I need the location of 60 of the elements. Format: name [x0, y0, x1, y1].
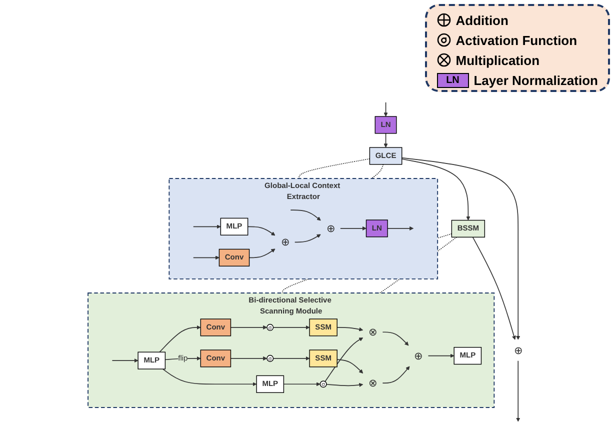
arrow: [247, 226, 276, 236]
node-box: [309, 350, 338, 368]
arrow: [336, 327, 364, 332]
arrow: [472, 236, 516, 340]
node-text: ⊕: [326, 222, 335, 234]
arrow: [192, 256, 220, 260]
arrow: [192, 224, 221, 229]
arrow: [283, 382, 320, 386]
legend-text: Layer Normalization: [474, 72, 598, 88]
arrow: [162, 368, 257, 386]
arrow: [401, 158, 470, 220]
node-text: ⊕: [414, 350, 423, 362]
node-box: [220, 218, 248, 236]
arrow: [401, 157, 520, 340]
arrow: [324, 338, 364, 382]
node-box: [218, 248, 250, 266]
cluster: [168, 178, 438, 280]
cluster: [88, 292, 495, 408]
arrow: [382, 332, 409, 346]
arrow: [230, 325, 268, 330]
node-box: [138, 352, 166, 370]
node-text: ⊗: [368, 377, 378, 389]
node-circle: [320, 380, 327, 388]
arrow: [340, 226, 366, 230]
connector: [298, 158, 370, 179]
legend-text: Activation Function: [456, 32, 578, 48]
node-text: ⊕: [514, 344, 522, 356]
legend-text: Multiplication: [456, 52, 540, 68]
legend-text: Addition: [456, 12, 508, 28]
arrow: [516, 360, 520, 422]
node-box: [200, 350, 232, 368]
node-box: [200, 318, 232, 336]
node-box: [454, 346, 482, 365]
node-box: [451, 220, 486, 238]
node-circle: [266, 324, 274, 331]
arrow: [159, 325, 201, 353]
arrow: [230, 356, 268, 360]
node-box: [256, 375, 284, 393]
arrow: [384, 102, 388, 117]
node-text: ⊕: [280, 236, 290, 248]
node-text: ⊗: [368, 326, 378, 338]
arrow: [248, 248, 276, 258]
arrow: [290, 210, 321, 221]
arrow: [272, 325, 310, 330]
node-box: [309, 318, 338, 336]
arrow: [272, 356, 310, 360]
arrow: [382, 366, 410, 384]
legend-swatch: LN: [436, 72, 469, 88]
node-box: [366, 220, 388, 238]
node-circle: [266, 354, 274, 362]
arrow: [336, 359, 364, 374]
arrow: [428, 354, 454, 358]
arrow: [326, 382, 364, 388]
arrow: [387, 226, 414, 230]
arrow: [384, 132, 388, 148]
node-box: [369, 147, 402, 165]
connector: [371, 164, 384, 179]
node-box: [374, 116, 397, 134]
arrow: [112, 358, 138, 363]
arrow: [294, 234, 321, 243]
